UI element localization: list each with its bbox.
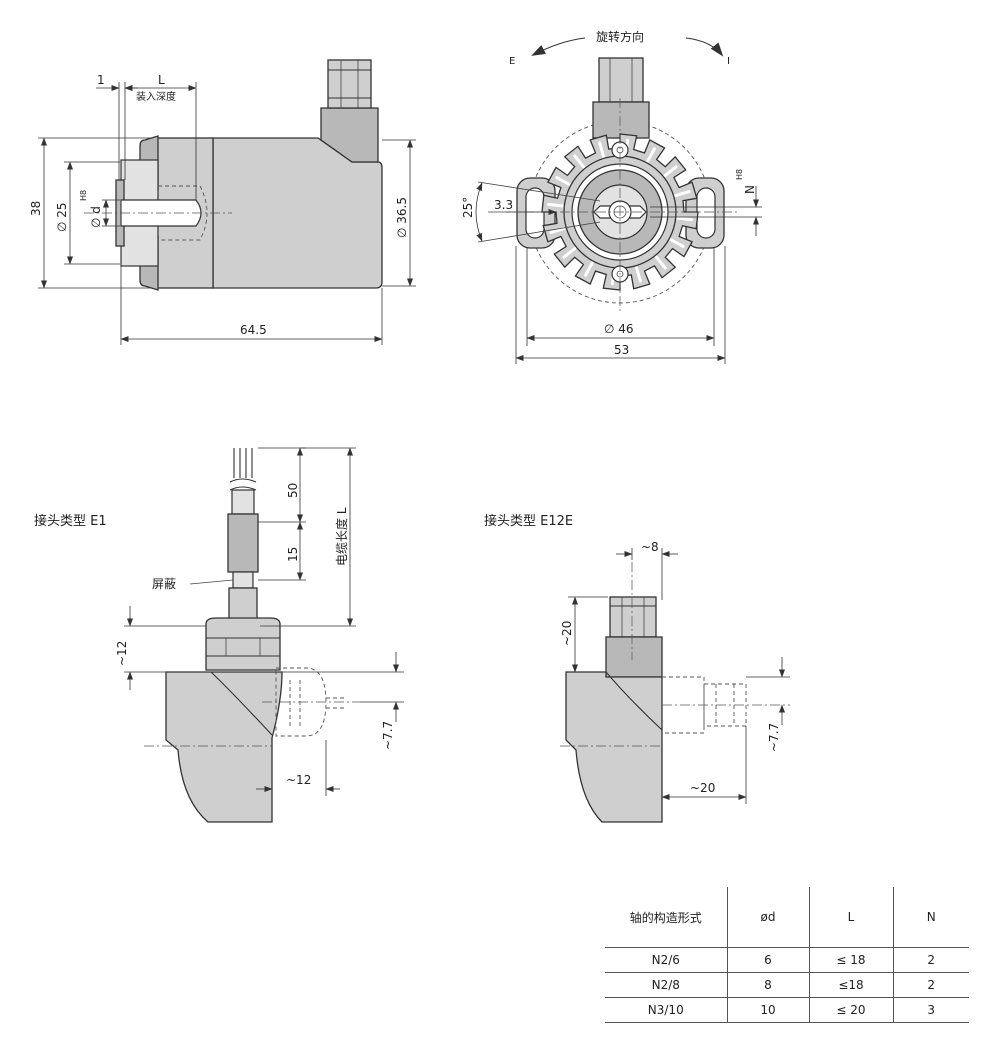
dim-20-top-label: ~20 bbox=[560, 621, 574, 646]
direction-e-label: E bbox=[509, 56, 515, 67]
dim-phi46-label: ∅ 46 bbox=[604, 322, 634, 336]
depth-note-label: 装入深度 bbox=[136, 90, 176, 103]
table-row: N3/10 10 ≤ 20 3 bbox=[605, 997, 969, 1023]
table-cell: N2/8 bbox=[605, 972, 727, 998]
e1-housing-section bbox=[165, 671, 283, 823]
ring-slot bbox=[549, 226, 566, 234]
ring-slot bbox=[674, 190, 691, 198]
table-header-diameter: ød bbox=[726, 887, 809, 948]
e12e-connector-nut bbox=[609, 596, 657, 638]
dim-77-e1-label: ~7.7 bbox=[381, 721, 395, 750]
table-cell: N3/10 bbox=[605, 997, 727, 1023]
e1-heading: 接头类型 E1 bbox=[34, 514, 107, 529]
dim-77-e12e-label: ~7.7 bbox=[767, 723, 781, 752]
table-cell: 3 bbox=[892, 997, 969, 1023]
ring-slot bbox=[562, 246, 577, 259]
dim-33-label: 3.3 bbox=[494, 198, 513, 212]
table-cell: ≤ 20 bbox=[808, 997, 893, 1023]
table-header-row: 轴的构造形式 ød L N bbox=[605, 887, 969, 948]
table-row: N2/6 6 ≤ 18 2 bbox=[605, 947, 969, 973]
e12e-housing-section bbox=[565, 671, 663, 823]
connector-nut bbox=[327, 59, 372, 109]
shield-label: 屏蔽 bbox=[152, 577, 176, 591]
tol-h8-side-label: H8 bbox=[79, 190, 88, 201]
dim-20-bottom-label: ~20 bbox=[690, 781, 715, 795]
dim-12-bottom-label: ~12 bbox=[286, 773, 311, 787]
table-cell: 2 bbox=[892, 947, 969, 973]
connector-nut-front bbox=[598, 57, 644, 103]
cable-shield bbox=[232, 571, 254, 589]
dim-phid-label: ∅ d bbox=[89, 206, 103, 228]
table-header-shaft-type: 轴的构造形式 bbox=[605, 887, 727, 948]
side-view: 1 L 装入深度 38 ∅ 25 H8 ∅ d ∅ 36.5 64.5 bbox=[29, 59, 416, 345]
ring-slot bbox=[646, 147, 656, 163]
ring-slot bbox=[573, 154, 586, 169]
ring-slot bbox=[669, 238, 685, 248]
rotation-arrow-right bbox=[685, 37, 724, 57]
dim-38-label: 38 bbox=[29, 201, 43, 216]
ring-slot bbox=[546, 202, 564, 208]
dim-12-top-label: ~12 bbox=[115, 641, 129, 666]
table-cell: 2 bbox=[892, 972, 969, 998]
table-cell: 8 bbox=[726, 972, 809, 998]
e12e-connector-base bbox=[605, 636, 663, 678]
table-row: N2/8 8 ≤18 2 bbox=[605, 972, 969, 998]
table-header-n: N bbox=[892, 887, 969, 948]
dim-phi25-label: ∅ 25 bbox=[55, 202, 69, 232]
dim-645-label: 64.5 bbox=[240, 323, 267, 337]
table-cell: ≤ 18 bbox=[808, 947, 893, 973]
e12e-heading: 接头类型 E12E bbox=[484, 514, 574, 529]
ring-slot bbox=[584, 261, 594, 277]
dim-15-label: 15 bbox=[286, 547, 300, 562]
ring-slot bbox=[663, 165, 678, 178]
direction-i-label: I bbox=[727, 56, 730, 67]
ring-slot bbox=[555, 176, 571, 186]
dim-53-label: 53 bbox=[614, 343, 629, 357]
table-cell: 10 bbox=[726, 997, 809, 1023]
ring-slot bbox=[654, 255, 667, 270]
ring-slot bbox=[634, 266, 642, 283]
dim-n-label: N bbox=[743, 185, 757, 194]
cable-length-label: 电缆长度 L bbox=[334, 507, 349, 566]
dim-8-label: ~8 bbox=[641, 540, 659, 554]
table-cell: ≤18 bbox=[808, 972, 893, 998]
dim-1-label: 1 bbox=[97, 73, 105, 87]
dim-50-label: 50 bbox=[286, 483, 300, 498]
dim-phi365-label: ∅ 36.5 bbox=[395, 197, 409, 238]
dim-l-label: L bbox=[158, 73, 165, 87]
e12e-view: ~8 ~20 ~7.7 ~20 bbox=[560, 540, 790, 823]
rotation-arrow-left bbox=[531, 37, 586, 56]
ring-slot bbox=[598, 141, 606, 158]
tol-h8-front-label: H8 bbox=[735, 169, 744, 180]
e1-view: 50 15 电缆长度 L 屏蔽 ~12 ~7.7 ~12 bbox=[115, 447, 404, 823]
table-header-length: L bbox=[808, 887, 893, 948]
cable-shrink-tube bbox=[227, 513, 259, 573]
cable-wires bbox=[233, 448, 253, 478]
rotation-direction-label: 旋转方向 bbox=[596, 29, 644, 44]
shaft-type-table: 轴的构造形式 ød L N N2/6 6 ≤ 18 2 N2/8 8 ≤18 2… bbox=[605, 887, 969, 1023]
angle-25-label: 25° bbox=[461, 197, 475, 218]
gland-nut bbox=[205, 617, 281, 671]
ring-slot bbox=[676, 216, 694, 222]
cable-sheath bbox=[231, 489, 255, 515]
table-cell: N2/6 bbox=[605, 947, 727, 973]
front-view: 旋转方向 E I 25° 3.3 H8 N ∅ 46 53 bbox=[461, 29, 762, 364]
table-cell: 6 bbox=[726, 947, 809, 973]
connector-base-front bbox=[592, 101, 650, 139]
